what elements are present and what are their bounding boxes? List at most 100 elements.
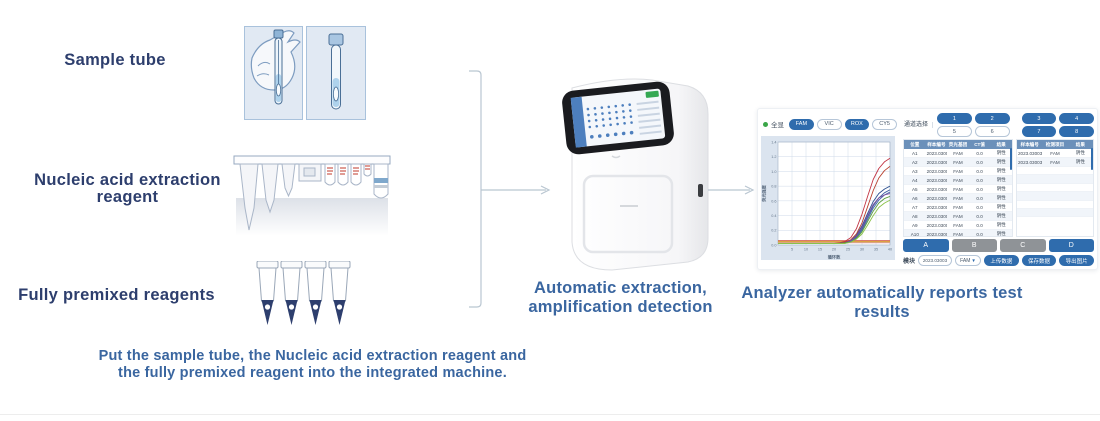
sample-tube-label: Sample tube [40, 51, 190, 69]
module-button-a[interactable]: A [903, 239, 949, 252]
machine-door[interactable] [582, 174, 674, 254]
channel-filter-pill-vic[interactable]: VIC [816, 118, 842, 130]
svg-text:30: 30 [860, 248, 864, 252]
table-cell: 阴性 [990, 184, 1012, 194]
extraction-label-line2: reagent [96, 188, 159, 207]
machine-caption-line2: amplification detection [528, 298, 713, 317]
sample-id-input[interactable]: 2023.03003 [918, 255, 953, 266]
action-button-导出图片[interactable]: 导出图片 [1059, 255, 1094, 266]
machine-side-latch[interactable] [698, 184, 703, 197]
channel-number-button-7[interactable]: 7 [1021, 126, 1057, 137]
channel-filter-pill-cy5[interactable]: CY5 [872, 118, 897, 130]
action-button-保存数据[interactable]: 保存数据 [1021, 255, 1057, 266]
tube-gray-band [374, 185, 388, 188]
table-cell [1042, 166, 1068, 176]
table-cell: 2023.03003 [925, 211, 948, 221]
module-button-d[interactable]: D [1048, 239, 1094, 252]
svg-text:荧光强度: 荧光强度 [761, 184, 768, 202]
channel-number-button-2[interactable]: 2 [974, 113, 1010, 124]
svg-text:0.2: 0.2 [771, 229, 776, 233]
instruction-line1: Put the sample tube, the Nucleic acid ex… [98, 348, 527, 364]
table-cell [1017, 200, 1043, 209]
channel-number-button-1[interactable]: 1 [937, 113, 972, 124]
table-row[interactable] [1017, 191, 1093, 201]
svg-text:0.8: 0.8 [771, 185, 776, 189]
well-results-table: 位置样本编号荧光基团CT值结果A12023.03003FAM0.0阴性A2202… [904, 140, 1012, 237]
channel-number-button-8[interactable]: 8 [1059, 126, 1094, 137]
table-cell [1017, 208, 1043, 218]
table-row[interactable] [1017, 208, 1093, 218]
table-cell [1017, 174, 1043, 184]
integrated-machine-illustration [561, 78, 709, 271]
table-cell: 0.0 [968, 220, 991, 230]
instruction-caption: Put the sample tube, the Nucleic acid ex… [60, 348, 565, 382]
table-cell: 0.0 [968, 202, 991, 212]
table-cell [1042, 191, 1068, 201]
table-cell: A8 [904, 211, 926, 221]
well-results-table-wrap: 位置样本编号荧光基团CT值结果A12023.03003FAM0.0阴性A2202… [903, 139, 1013, 237]
module-button-b[interactable]: B [951, 239, 997, 252]
table-cell: 阴性 [990, 157, 1012, 167]
channel-number-button-4[interactable]: 4 [1059, 113, 1094, 124]
svg-text:10: 10 [804, 248, 808, 252]
channel-dropdown-value: FAM [960, 257, 971, 264]
svg-text:0.4: 0.4 [771, 214, 776, 218]
channel-number-button-3[interactable]: 3 [1021, 113, 1057, 124]
table-cell: FAM [947, 166, 969, 176]
premixed-reagents-label: Fully premixed reagents [14, 286, 219, 304]
channel-select-label: 通道选择 [903, 121, 933, 129]
table-cell: FAM [947, 202, 969, 212]
instruction-line2: the fully premixed reagent into the inte… [118, 365, 507, 382]
channel-number-button-6[interactable]: 6 [974, 126, 1010, 137]
table-cell: 0.0 [968, 193, 991, 203]
scrollbar[interactable] [1091, 148, 1093, 170]
chevron-down-icon: ▼ [971, 258, 976, 263]
channel-dropdown[interactable]: FAM ▼ [955, 255, 982, 266]
table-cell: 阴性 [990, 229, 1012, 236]
table-cell [1067, 174, 1093, 184]
table-cell [1042, 183, 1068, 193]
channel-number-button-5[interactable]: 5 [937, 126, 972, 137]
table-cell: 阴性 [990, 175, 1012, 185]
table-cell: FAM [1042, 157, 1068, 167]
table-cell: FAM [947, 157, 969, 167]
table-cell: 阴性 [990, 149, 1012, 158]
premixed-label-text: Fully premixed reagents [18, 286, 215, 304]
table-row[interactable] [1017, 174, 1093, 184]
table-cell: A9 [904, 220, 926, 230]
table-row[interactable] [1017, 183, 1093, 193]
pcr-strip-tubes [256, 261, 351, 325]
table-cell: 0.0 [968, 211, 991, 221]
table-row[interactable] [1017, 200, 1093, 209]
channel-filter-pill-rox[interactable]: ROX [844, 118, 870, 130]
svg-text:循环数: 循环数 [828, 254, 841, 261]
svg-text:1.4: 1.4 [771, 140, 776, 144]
status-dot-icon [763, 121, 768, 127]
scrollbar[interactable] [1010, 148, 1012, 170]
table-row[interactable] [1017, 166, 1093, 176]
show-all-label[interactable]: 全显 [771, 122, 784, 129]
column-header: 样本编号 [1017, 140, 1043, 149]
table-cell [1042, 208, 1068, 218]
machine-touchscreen[interactable] [561, 81, 675, 156]
table-cell: FAM [947, 175, 969, 185]
table-cell: 2023.03003 [925, 229, 948, 237]
module-button-c[interactable]: C [1000, 239, 1046, 252]
channel-filter-pill-fam[interactable]: FAM [789, 118, 814, 130]
table-cell: A3 [904, 166, 926, 176]
action-button-上传数据[interactable]: 上传数据 [984, 255, 1019, 266]
